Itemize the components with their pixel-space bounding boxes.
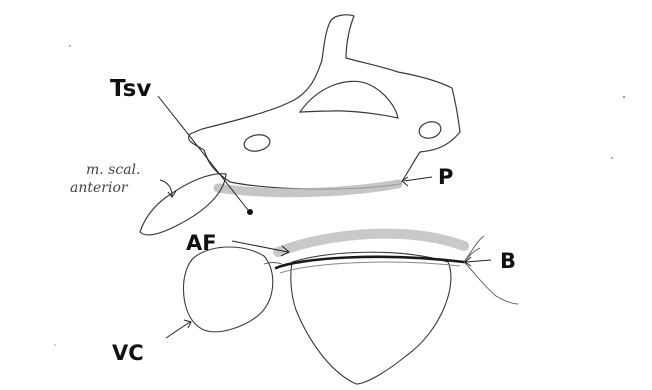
label-af: AF xyxy=(186,231,217,255)
foramen-left xyxy=(243,133,271,153)
scalenus-anterior-muscle xyxy=(140,174,226,235)
junction-strokes xyxy=(264,263,282,265)
vertebra-outline xyxy=(189,15,460,189)
label-muscle-line1: m. scal. xyxy=(86,162,140,178)
vc-leader xyxy=(166,322,190,338)
aorta-outline xyxy=(291,252,451,384)
muscle-leader xyxy=(160,180,172,196)
af-line-shadow xyxy=(280,262,460,273)
label-vc: VC xyxy=(112,341,144,365)
label-muscle-line2: anterior xyxy=(70,180,129,196)
spinal-canal xyxy=(300,81,398,118)
b-leader xyxy=(466,260,491,262)
foramen-right xyxy=(417,119,442,140)
af-shading xyxy=(278,234,464,252)
label-p: P xyxy=(438,165,453,189)
p-leader xyxy=(404,177,432,181)
label-tsv: Tsv xyxy=(110,76,151,102)
leader-lines xyxy=(158,96,491,338)
label-b: B xyxy=(500,249,516,273)
prevertebral-shading xyxy=(218,184,398,193)
vena-cava-outline xyxy=(184,247,273,332)
